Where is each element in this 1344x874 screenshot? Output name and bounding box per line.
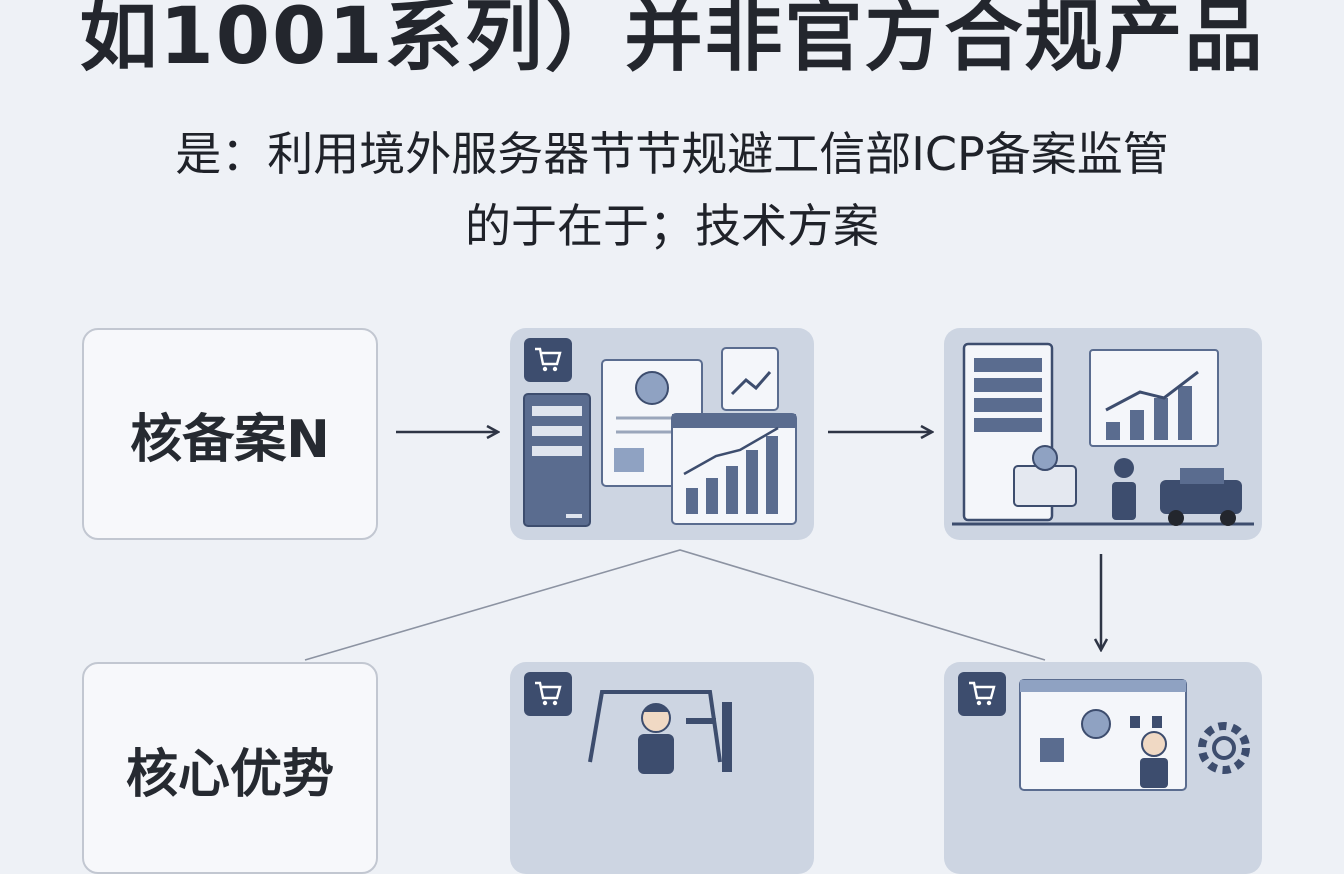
logistics-panel [510, 662, 814, 874]
ecommerce-panel [510, 328, 814, 540]
gear-icon [1198, 722, 1250, 774]
web-dashboard-panel [944, 662, 1262, 874]
warehouse-panel [944, 328, 1262, 540]
flow-box-2: 核心优势 [82, 662, 378, 874]
person-icon [1112, 458, 1136, 520]
page-title: 如1001系列）并非官方合规产品 [79, 0, 1265, 82]
flow-box-1: 核备案N [82, 328, 378, 540]
subtitle-line-2: 的于在于；技术方案 [465, 199, 879, 253]
cart-icon [524, 672, 572, 716]
subtitle-line-1: 是：利用境外服务器节节规避工信部ICP备案监管 [175, 127, 1169, 181]
flow-connectors [304, 0, 1344, 661]
chart-icon [1013, 349, 1219, 507]
chart-icon [671, 347, 797, 525]
flow-box-1-label: 核备案N [130, 409, 330, 470]
flow-box-2-label: 核心优势 [125, 745, 334, 805]
cart-icon [524, 338, 572, 382]
forklift-icon [588, 690, 732, 772]
diagonal-connector [304, 549, 1046, 661]
cart-icon [958, 672, 1006, 716]
person-icon [638, 703, 674, 774]
forklift-icon [1160, 468, 1242, 526]
server-icon [523, 393, 591, 527]
